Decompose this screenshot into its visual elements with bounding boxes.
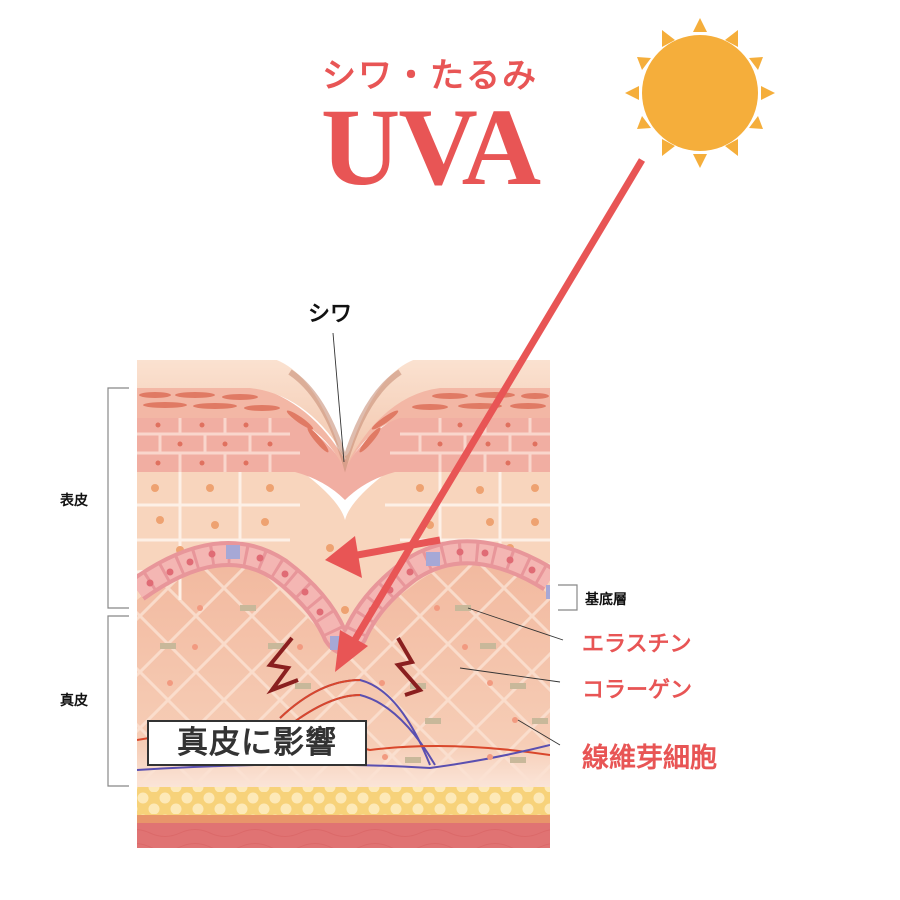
label-dermis: 真皮 xyxy=(60,693,88,709)
main-title: UVA xyxy=(320,86,541,208)
uv-arrow-icon xyxy=(325,158,646,672)
skin-cross-section xyxy=(137,360,550,848)
subtitle: シワ・たるみ xyxy=(322,56,538,96)
label-collagen: コラーゲン xyxy=(582,678,693,703)
label-elastin: エラスチン xyxy=(582,632,692,657)
label-fibroblast: 線維芽細胞 xyxy=(582,743,717,774)
layer-brackets xyxy=(107,387,578,787)
effect-label-box: 真皮に影響 xyxy=(147,720,367,766)
sun-icon xyxy=(625,18,775,168)
zigzag-damage-icon xyxy=(266,636,299,695)
label-basal-layer: 基底層 xyxy=(585,592,627,608)
leader-lines xyxy=(332,332,564,746)
label-epidermis: 表皮 xyxy=(60,493,88,509)
zigzag-damage-icon xyxy=(394,636,424,697)
label-wrinkle: シワ xyxy=(308,302,353,327)
